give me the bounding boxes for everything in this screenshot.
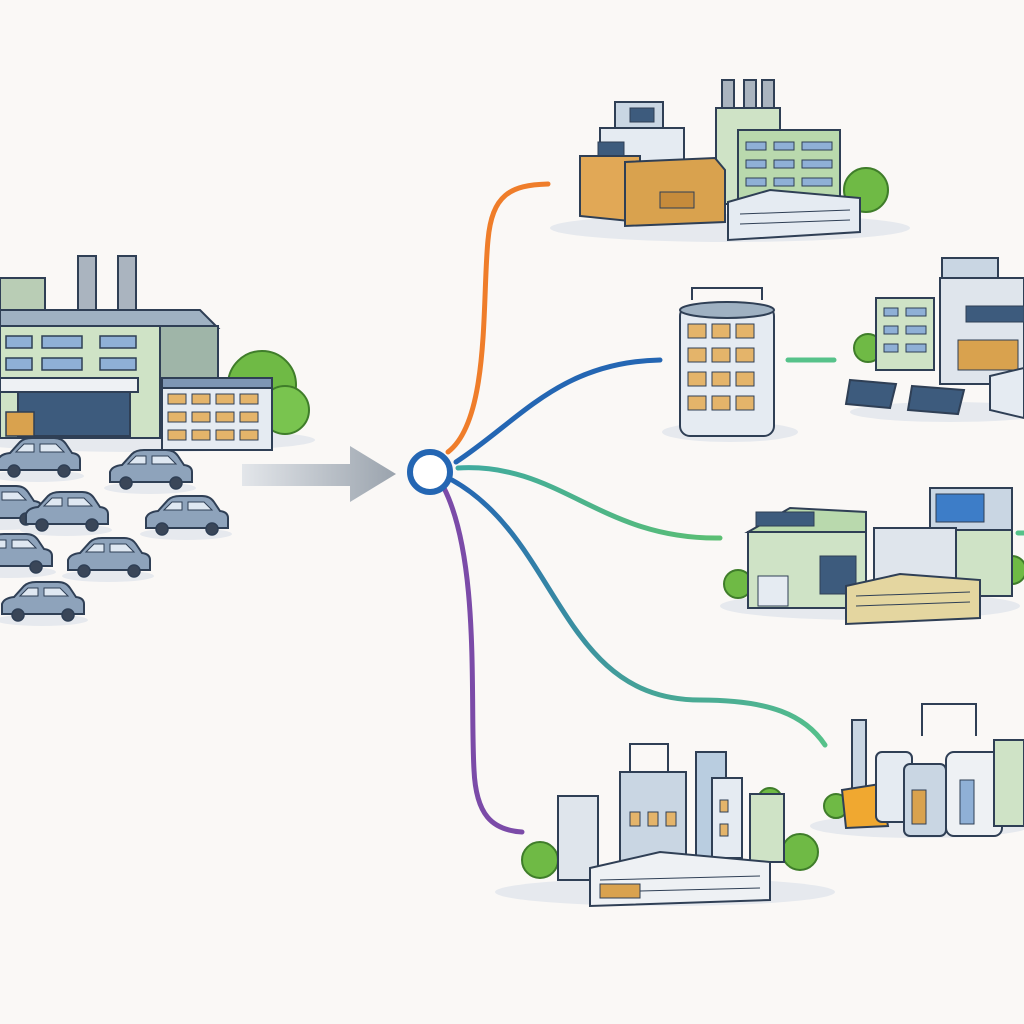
warehouse-icon (744, 506, 867, 609)
industrial-shed-icon (589, 850, 771, 908)
office-building-icon (875, 297, 935, 371)
destination-3-cluster (720, 487, 1024, 626)
office-building-icon (737, 129, 841, 201)
connector-lines (441, 181, 1024, 835)
city-towers-icon (557, 751, 785, 881)
connector-green (455, 465, 723, 541)
destination-2-cluster (662, 257, 1024, 442)
car-icon (62, 537, 154, 582)
factory-icon (0, 309, 221, 439)
car-icon (0, 581, 88, 626)
industrial-shed-icon (727, 188, 861, 242)
chimney-icon (117, 255, 137, 315)
car-icon (104, 449, 196, 494)
connector-orange (445, 181, 551, 455)
refinery-icon (840, 739, 1024, 837)
connector-purple (441, 485, 525, 835)
building-icon (939, 257, 1024, 385)
car-icon (0, 437, 84, 482)
connector-teal (449, 477, 828, 748)
destination-5-cluster (495, 743, 835, 908)
car-fleet (0, 437, 232, 626)
destination-4-cluster (810, 703, 1024, 838)
warehouse-icon (161, 377, 273, 451)
office-building-icon (873, 487, 1013, 597)
industrial-shed-icon (845, 572, 981, 626)
source-factory-group (0, 255, 315, 452)
connector-blue (453, 357, 663, 465)
warehouse-icon (579, 155, 726, 228)
chimney-icon (77, 255, 97, 315)
flow-arrow-icon (242, 446, 396, 502)
car-icon (20, 491, 112, 536)
storage-tower-icon (679, 287, 775, 437)
destination-1-cluster (550, 79, 910, 242)
solar-warehouse-icon (597, 101, 685, 163)
hub-node (407, 449, 453, 495)
chimney-icon (851, 719, 867, 791)
solar-panel-icon (844, 366, 1024, 420)
car-icon (140, 495, 232, 540)
car-icon (0, 533, 56, 578)
